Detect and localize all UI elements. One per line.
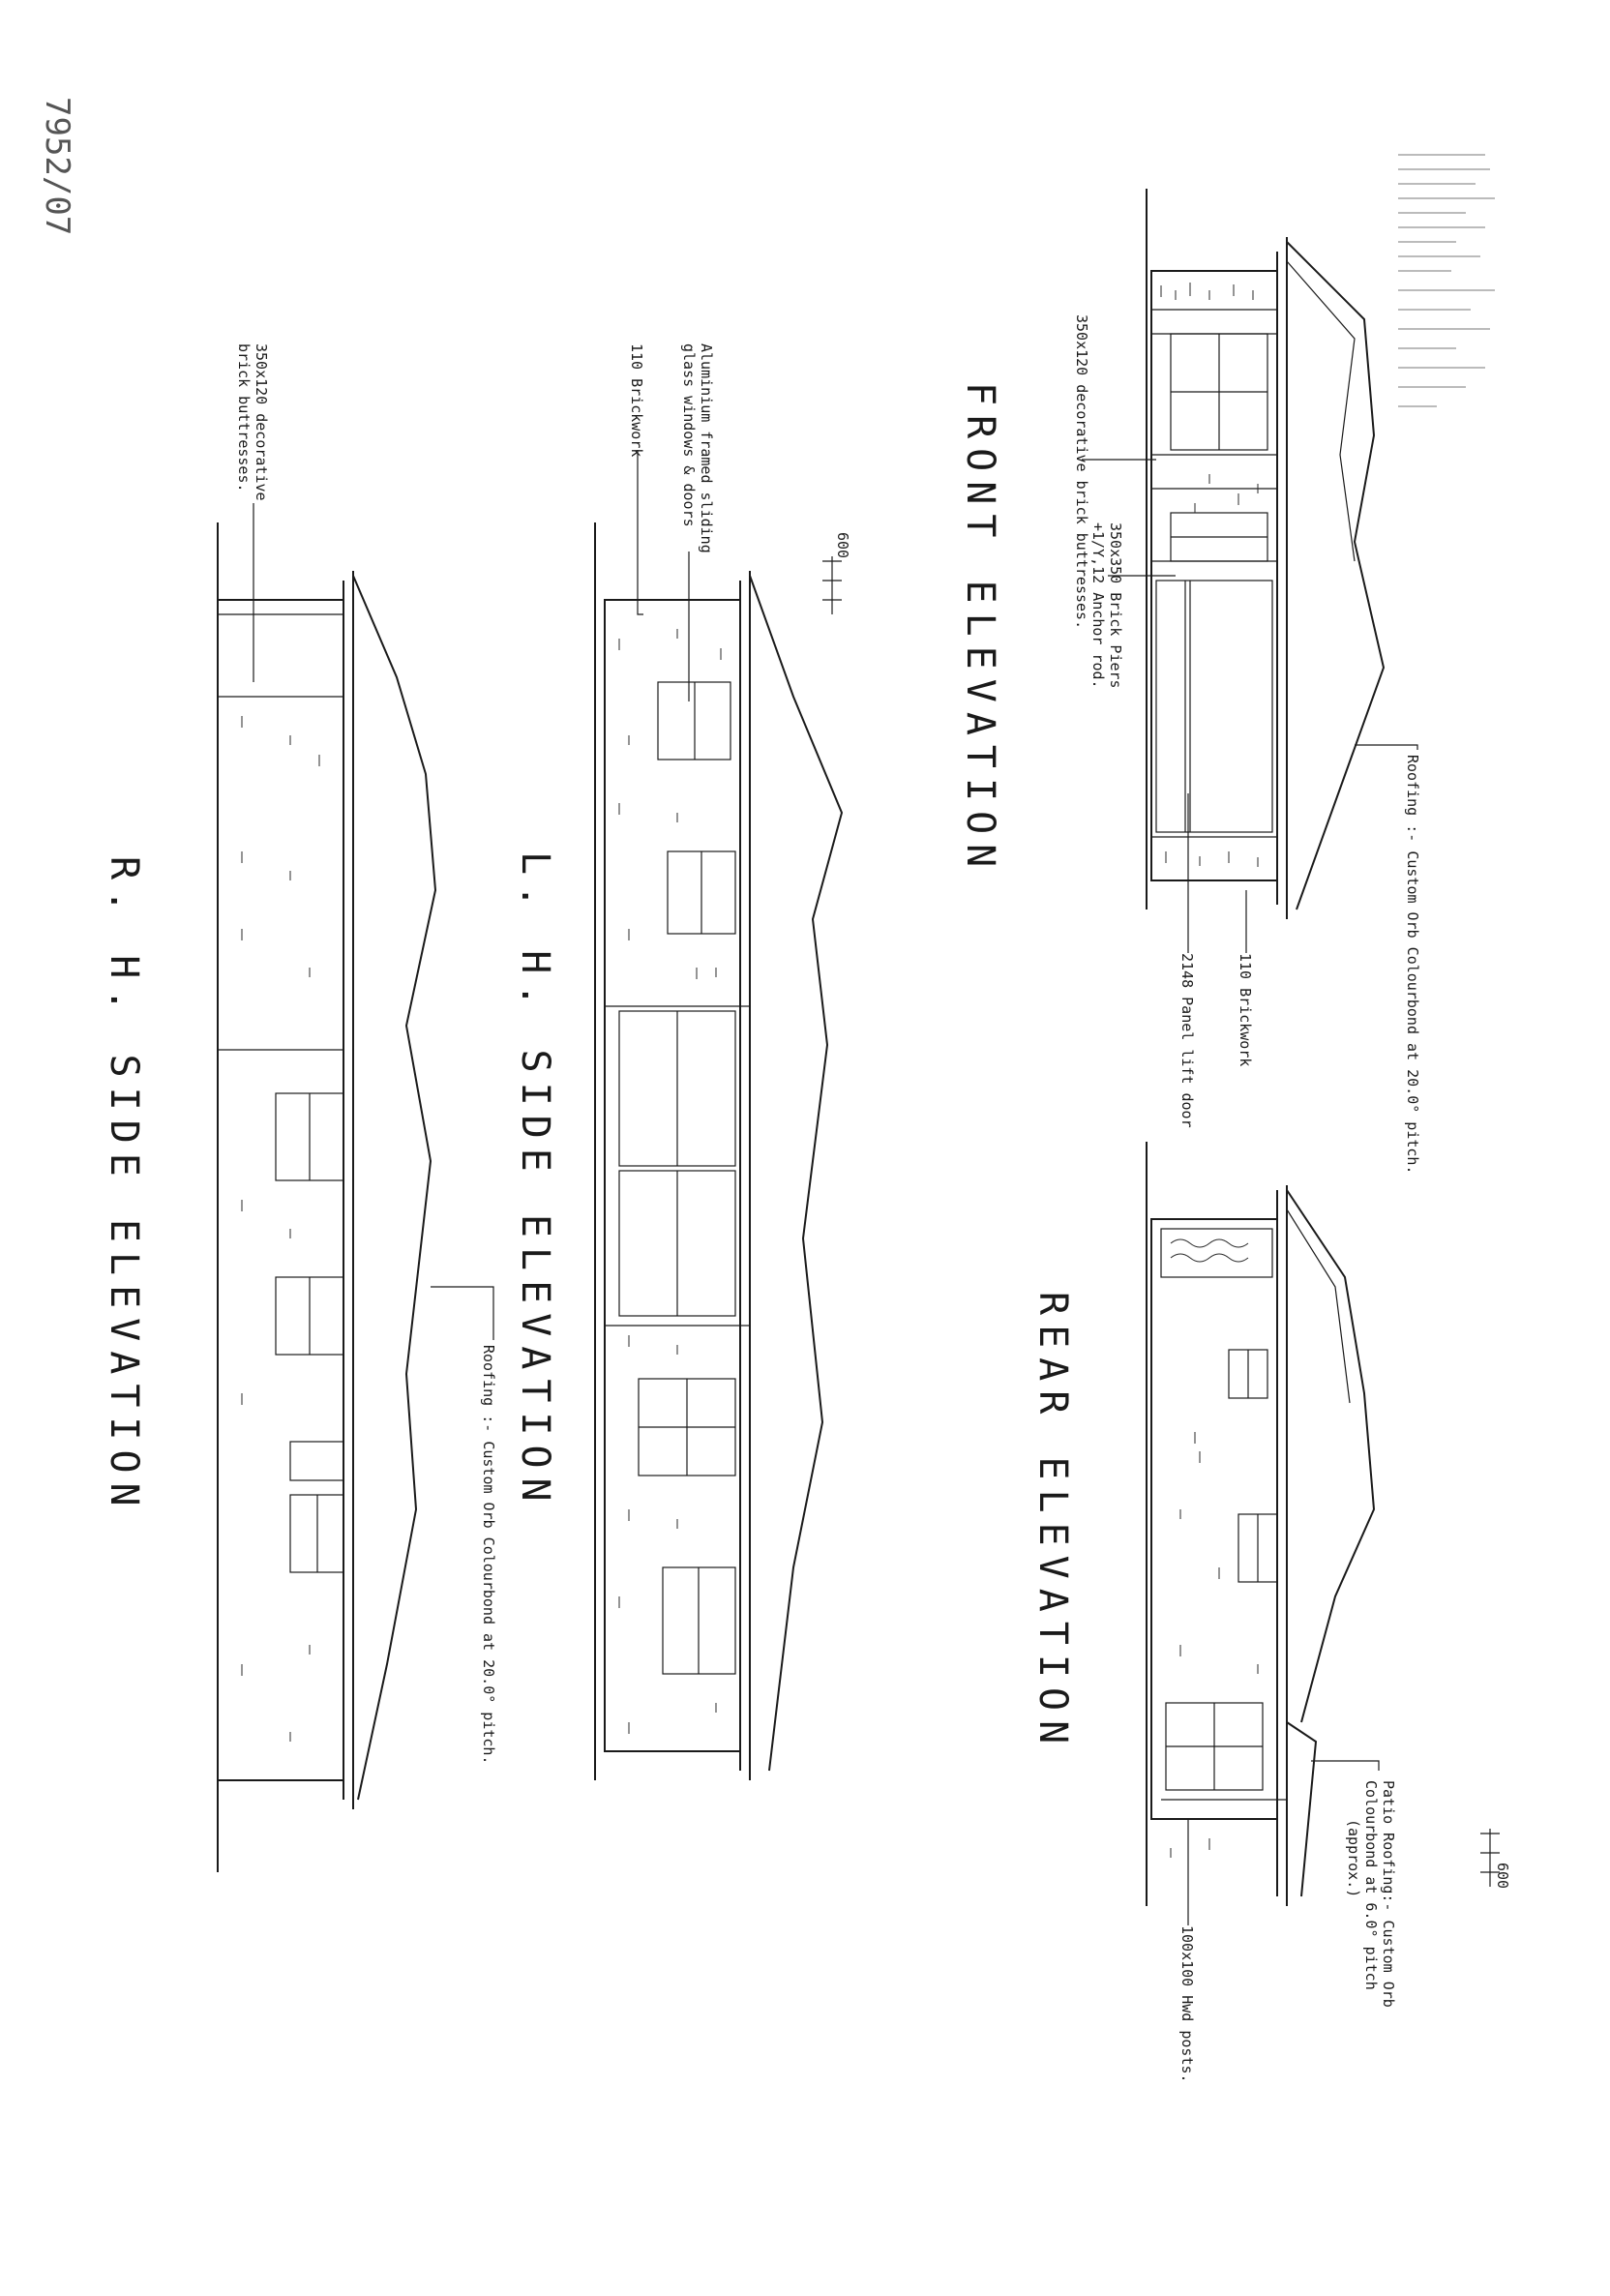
rear-elevation: REAR ELEVATION 600 Patio Roofing:- Cu	[1030, 1142, 1511, 2083]
rh-side-elevation: R. H. SIDE ELEVATION 350x120 decorative …	[102, 343, 497, 1872]
rear-note-patio-3: (approx.)	[1345, 1819, 1362, 1897]
front-note-brickwork: 110 Brickwork	[1237, 953, 1254, 1066]
front-note-door: 2148 Panel lift door	[1178, 953, 1196, 1128]
front-note-piers-1: 350x350 Brick Piers	[1107, 522, 1124, 689]
front-note-buttresses: 350x120 decorative brick buttresses.	[1073, 314, 1090, 629]
rear-note-patio-1: Patio Roofing:- Custom Orb	[1380, 1780, 1397, 2008]
lh-note-windows-1: Aluminium framed sliding	[698, 343, 715, 553]
front-elevation-title: FRONT ELEVATION	[958, 382, 1002, 877]
front-note-piers-2: +1/Y,12 Anchor rod.	[1089, 522, 1107, 689]
rear-elevation-title: REAR ELEVATION	[1030, 1292, 1075, 1753]
rh-side-elevation-title: R. H. SIDE ELEVATION	[102, 856, 146, 1516]
rh-note-buttresses-2: brick buttresses.	[235, 343, 253, 492]
rh-note-roofing: Roofing :- Custom Orb Colourbond at 20.0…	[480, 1345, 497, 1764]
lh-side-elevation-title: L. H. SIDE ELEVATION	[513, 851, 557, 1511]
drawing-ref: 7952/07	[38, 97, 76, 235]
front-elevation: FRONT ELEVATION 600	[822, 189, 1421, 1174]
rear-note-patio-2: Colourbond at 6.0° pitch	[1362, 1780, 1380, 1990]
rh-note-buttresses-1: 350x120 decorative	[253, 343, 270, 501]
rear-note-posts: 100x100 Hwd posts.	[1178, 1925, 1196, 2083]
front-scale-label: 600	[834, 532, 851, 558]
lh-note-brickwork: 110 Brickwork	[628, 343, 645, 457]
lh-side-elevation: L. H. SIDE ELEVATION Aluminium framed sl…	[513, 343, 844, 1780]
front-note-roofing: Roofing :- Custom Orb Colourbond at 20.0…	[1404, 755, 1421, 1174]
lh-note-windows-2: glass windows & doors	[680, 343, 698, 527]
rear-scale-label: 600	[1494, 1863, 1511, 1889]
faded-stamp	[1398, 154, 1495, 407]
